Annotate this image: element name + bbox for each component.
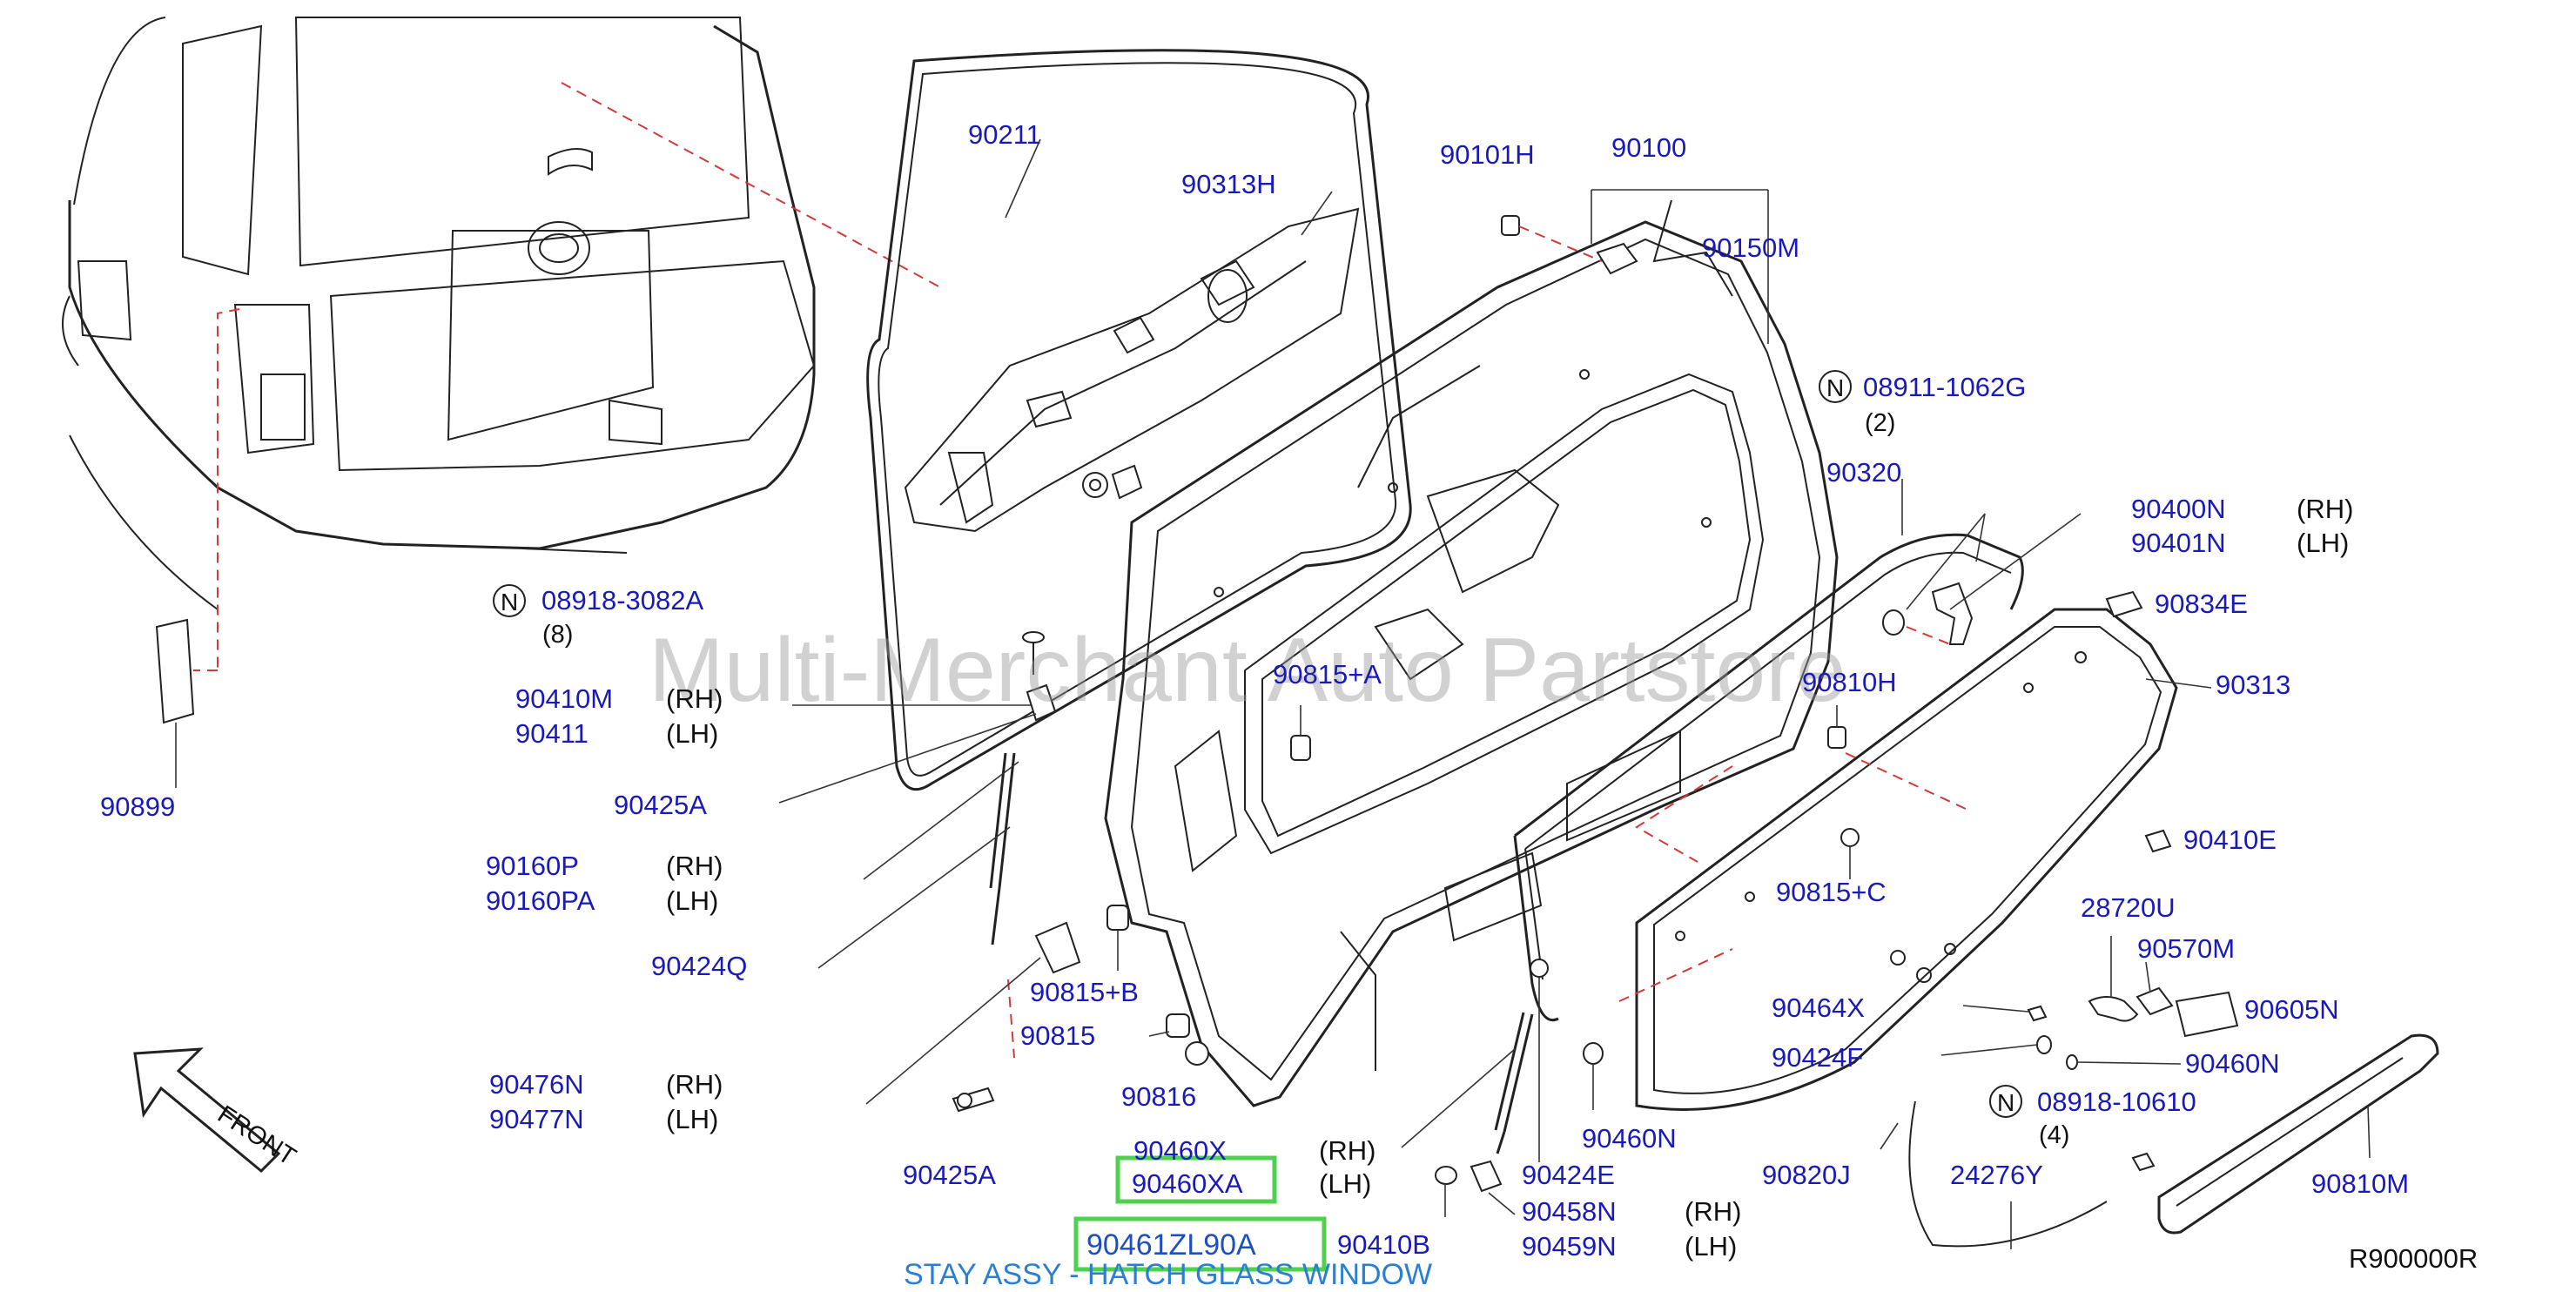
label-90425A-bottom[interactable]: 90425A bbox=[903, 1160, 996, 1190]
part-90425A-ball-stud-bottom bbox=[952, 1087, 995, 1113]
svg-text:N: N bbox=[1826, 374, 1844, 401]
front-arrow bbox=[133, 1047, 281, 1174]
label-90320[interactable]: 90320 bbox=[1826, 457, 1901, 488]
label-90815B[interactable]: 90815+B bbox=[1030, 977, 1139, 1007]
label-90410E[interactable]: 90410E bbox=[2183, 824, 2277, 855]
reference-code: R900000R bbox=[2349, 1243, 2478, 1274]
label-90160PA[interactable]: 90160PA bbox=[486, 885, 595, 916]
label-90460X[interactable]: 90460X bbox=[1133, 1135, 1227, 1166]
side-90477N: (LH) bbox=[666, 1104, 718, 1134]
side-90460XA: (LH) bbox=[1319, 1168, 1371, 1199]
highlight-frame-90461ZL90A bbox=[1073, 1216, 1327, 1272]
label-90834E[interactable]: 90834E bbox=[2155, 589, 2248, 619]
part-90313H-trim bbox=[904, 191, 1360, 533]
label-90464X[interactable]: 90464X bbox=[1772, 993, 1865, 1023]
label-90570M[interactable]: 90570M bbox=[2137, 933, 2235, 964]
label-90605N[interactable]: 90605N bbox=[2244, 994, 2339, 1025]
label-90424Q[interactable]: 90424Q bbox=[651, 951, 747, 981]
label-08918-10610[interactable]: 08918-10610 bbox=[2037, 1087, 2196, 1117]
label-90313H[interactable]: 90313H bbox=[1181, 169, 1276, 199]
side-90160P: (RH) bbox=[666, 851, 723, 881]
label-90816[interactable]: 90816 bbox=[1121, 1081, 1196, 1112]
label-90211[interactable]: 90211 bbox=[968, 119, 1041, 150]
label-90411[interactable]: 90411 bbox=[515, 718, 589, 749]
label-90477N[interactable]: 90477N bbox=[489, 1104, 584, 1134]
label-90815C[interactable]: 90815+C bbox=[1776, 877, 1887, 907]
label-90400N[interactable]: 90400N bbox=[2131, 494, 2226, 524]
label-90101H[interactable]: 90101H bbox=[1440, 139, 1535, 170]
part-90425A-ball-stud-top bbox=[778, 683, 1057, 804]
n-marker-08918-3082A: N bbox=[493, 584, 526, 617]
label-90100[interactable]: 90100 bbox=[1611, 132, 1686, 163]
n-marker-08911: N bbox=[1819, 370, 1852, 403]
part-90815-bumpers bbox=[1106, 905, 1209, 1066]
side-90458N: (RH) bbox=[1685, 1196, 1741, 1227]
label-90410M[interactable]: 90410M bbox=[515, 683, 613, 714]
side-90459N: (LH) bbox=[1685, 1231, 1737, 1262]
label-90150M[interactable]: 90150M bbox=[1702, 232, 1799, 263]
part-90410B-90458N bbox=[1435, 1160, 1516, 1217]
label-90810M[interactable]: 90810M bbox=[2311, 1168, 2409, 1199]
highlight-frame-90460XA bbox=[1115, 1155, 1277, 1204]
label-08911-1062G[interactable]: 08911-1062G bbox=[1863, 372, 2026, 402]
label-90815A[interactable]: 90815+A bbox=[1273, 659, 1382, 690]
front-label: FRONT bbox=[212, 1100, 300, 1171]
label-90160P[interactable]: 90160P bbox=[486, 851, 579, 881]
part-90810M-garnish bbox=[2131, 1033, 2439, 1235]
svg-text:N: N bbox=[1997, 1089, 2014, 1116]
label-90460N-right[interactable]: 90460N bbox=[2185, 1048, 2280, 1079]
label-90401N[interactable]: 90401N bbox=[2131, 528, 2226, 558]
part-28720U-latch bbox=[2088, 936, 2239, 1038]
label-90899[interactable]: 90899 bbox=[100, 791, 175, 822]
part-90101H-bumper bbox=[1501, 215, 1638, 275]
part-90211-weatherstrip bbox=[866, 49, 1412, 791]
side-90400N: (RH) bbox=[2297, 494, 2353, 524]
label-28720U[interactable]: 28720U bbox=[2081, 892, 2176, 923]
label-90460N-mid[interactable]: 90460N bbox=[1582, 1123, 1677, 1154]
side-90401N: (LH) bbox=[2297, 528, 2349, 558]
label-90460XA[interactable]: 90460XA bbox=[1132, 1168, 1243, 1199]
label-90815[interactable]: 90815 bbox=[1020, 1020, 1095, 1051]
side-90410M: (RH) bbox=[666, 683, 723, 714]
label-90476N[interactable]: 90476N bbox=[489, 1069, 584, 1100]
part-90424E-right-stay bbox=[1401, 959, 1549, 1162]
part-90313-hatch-glass bbox=[1635, 608, 2212, 1111]
label-90425A-top[interactable]: 90425A bbox=[614, 790, 707, 820]
qty-08918-10610: (4) bbox=[2039, 1121, 2069, 1149]
part-90476N-bracket bbox=[865, 921, 1081, 1105]
part-90400N-hinge bbox=[1882, 513, 2082, 645]
label-90458N[interactable]: 90458N bbox=[1522, 1196, 1617, 1227]
label-90461ZL90A[interactable]: 90461ZL90A bbox=[1086, 1228, 1256, 1262]
label-90810H[interactable]: 90810H bbox=[1802, 667, 1897, 697]
part-90410M-bolt bbox=[792, 631, 1045, 706]
part-90810H-stopper bbox=[1827, 705, 1846, 749]
qty-08911: (2) bbox=[1865, 409, 1895, 437]
label-90424F[interactable]: 90424F bbox=[1772, 1042, 1863, 1073]
caption: STAY ASSY - HATCH GLASS WINDOW bbox=[904, 1258, 1432, 1291]
side-90460X: (RH) bbox=[1319, 1135, 1375, 1166]
qty-08918-3082A: (8) bbox=[542, 621, 573, 649]
part-90815A-stopper bbox=[1290, 705, 1311, 761]
part-90100-back-door-panel bbox=[1104, 189, 1839, 1107]
label-08918-3082A[interactable]: 08918-3082A bbox=[541, 585, 703, 616]
side-90160PA: (LH) bbox=[666, 885, 718, 916]
label-90459N[interactable]: 90459N bbox=[1522, 1231, 1617, 1262]
part-90160P-gas-stay bbox=[817, 752, 1019, 969]
side-90411: (LH) bbox=[666, 718, 718, 749]
label-90820J[interactable]: 90820J bbox=[1762, 1160, 1851, 1190]
label-24276Y[interactable]: 24276Y bbox=[1950, 1160, 2043, 1190]
part-90899-shape bbox=[155, 618, 195, 788]
label-90424E[interactable]: 90424E bbox=[1522, 1160, 1615, 1190]
n-marker-08918-10610: N bbox=[1989, 1085, 2022, 1118]
label-90410B[interactable]: 90410B bbox=[1337, 1229, 1430, 1260]
vehicle-rear-illustration bbox=[62, 17, 816, 610]
label-90313[interactable]: 90313 bbox=[2216, 670, 2290, 700]
side-90476N: (RH) bbox=[666, 1069, 723, 1100]
watermark: Multi-Merchant Auto Partstore bbox=[649, 620, 1846, 721]
part-90464X-90424F-small bbox=[1940, 1005, 2182, 1070]
svg-text:N: N bbox=[501, 589, 518, 616]
